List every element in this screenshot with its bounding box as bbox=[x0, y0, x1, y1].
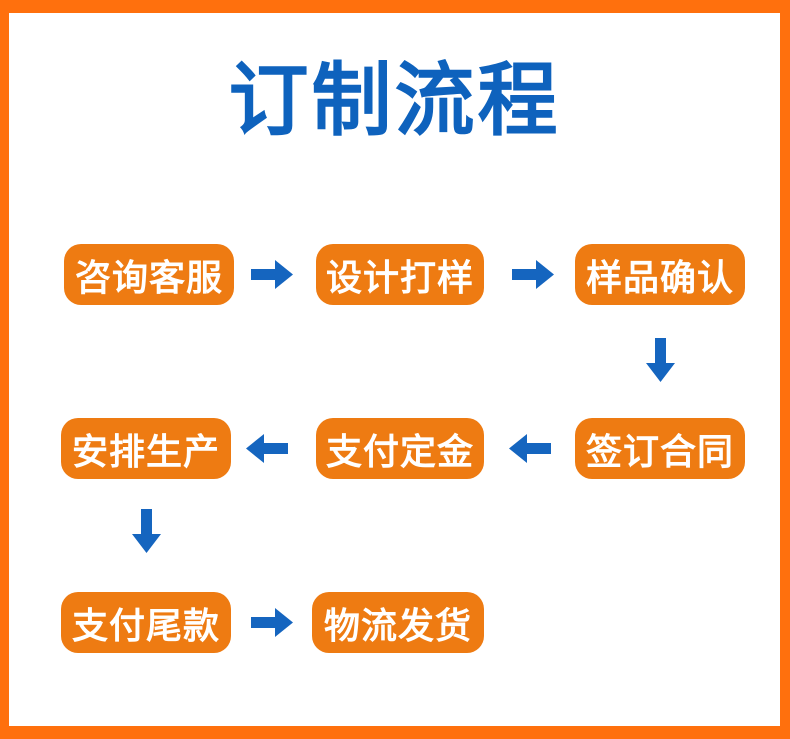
page-title: 订制流程 bbox=[228, 56, 561, 145]
step-box-sign-contract: 签订合同 bbox=[575, 418, 745, 479]
flow-arrow-down-icon bbox=[132, 509, 161, 553]
step-box-sample-confirm: 样品确认 bbox=[575, 244, 745, 305]
flow-arrow-down-icon bbox=[646, 338, 675, 382]
flow-arrow-right-icon bbox=[512, 260, 554, 289]
flow-arrow-right-icon bbox=[251, 260, 293, 289]
flow-arrow-left-icon bbox=[509, 434, 551, 463]
step-box-consult-service: 咨询客服 bbox=[64, 244, 234, 305]
step-box-pay-balance: 支付尾款 bbox=[61, 592, 231, 653]
flow-arrow-left-icon bbox=[246, 434, 288, 463]
step-box-logistics-ship: 物流发货 bbox=[312, 592, 484, 653]
flow-arrow-right-icon bbox=[251, 608, 293, 637]
step-box-arrange-production: 安排生产 bbox=[61, 418, 231, 479]
step-box-pay-deposit: 支付定金 bbox=[316, 418, 484, 479]
step-box-design-sample: 设计打样 bbox=[316, 244, 484, 305]
